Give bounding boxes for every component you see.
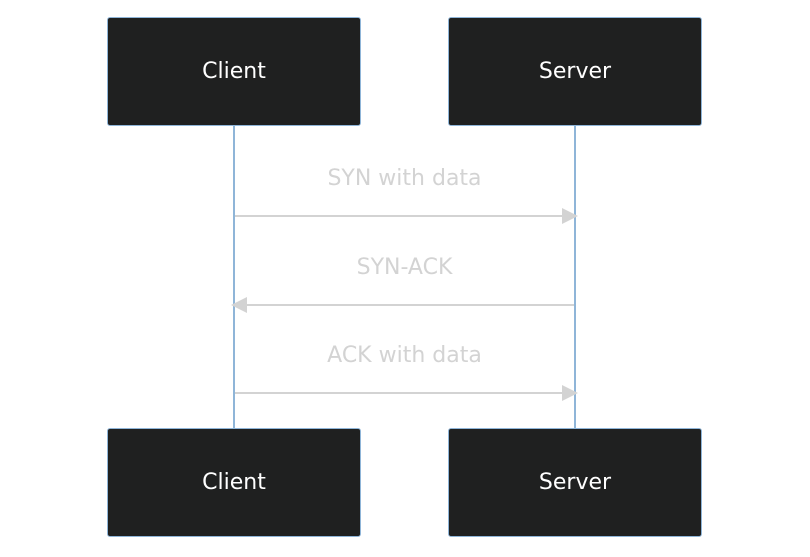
- server-lifeline: [574, 126, 576, 428]
- client-actor-label: Client: [202, 59, 266, 84]
- server-actor-label: Server: [538, 470, 612, 495]
- client-actor-label: Client: [202, 470, 266, 495]
- client-actor-bottom: Client: [107, 428, 361, 537]
- client-actor-top: Client: [107, 17, 361, 126]
- server-actor-bottom: Server: [448, 428, 702, 537]
- message-arrow-syn-ack: [231, 297, 574, 313]
- server-actor-top: Server: [448, 17, 702, 126]
- message-label-ack: ACK with data: [327, 343, 482, 368]
- message-arrow-syn: [235, 208, 578, 224]
- message-label-syn-ack: SYN-ACK: [356, 255, 453, 280]
- server-actor-label: Server: [538, 59, 612, 84]
- message-arrow-ack: [235, 385, 578, 401]
- message-label-syn: SYN with data: [327, 166, 482, 191]
- client-lifeline: [233, 126, 235, 428]
